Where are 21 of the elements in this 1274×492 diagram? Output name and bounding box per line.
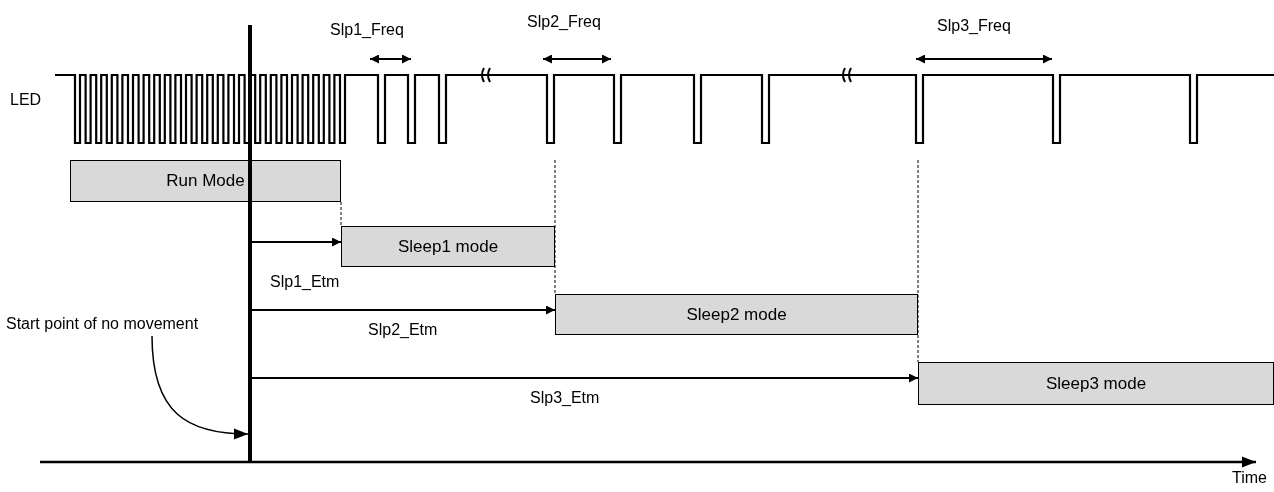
- edge-label: Slp1_Etm: [268, 272, 342, 292]
- mode-box: [555, 294, 918, 335]
- mode-label: Run Mode: [166, 171, 245, 191]
- mode-label: Sleep2 mode: [686, 304, 787, 325]
- signal-label: LED: [10, 90, 42, 110]
- mode-label: Sleep3 mode: [1045, 373, 1147, 394]
- mode-label: Sleep1 mode: [397, 236, 499, 257]
- arrow: [252, 373, 918, 383]
- mode-box: [341, 226, 555, 267]
- axis-label: Time: [1232, 468, 1267, 488]
- arrow: [252, 305, 555, 315]
- mode-box: [70, 160, 341, 202]
- curved-arrow: [151, 335, 249, 440]
- mode-box: [918, 362, 1274, 405]
- edge-label: Slp3_Etm: [528, 388, 602, 408]
- annotation-text: Start point of no movement: [6, 314, 199, 334]
- frequency-label: Slp3_Freq: [937, 16, 1011, 36]
- frequency-label: Slp1_Freq: [330, 20, 404, 40]
- arrow: [252, 237, 341, 247]
- frequency-label: Slp2_Freq: [527, 12, 601, 32]
- edge-label: Slp2_Etm: [366, 320, 440, 340]
